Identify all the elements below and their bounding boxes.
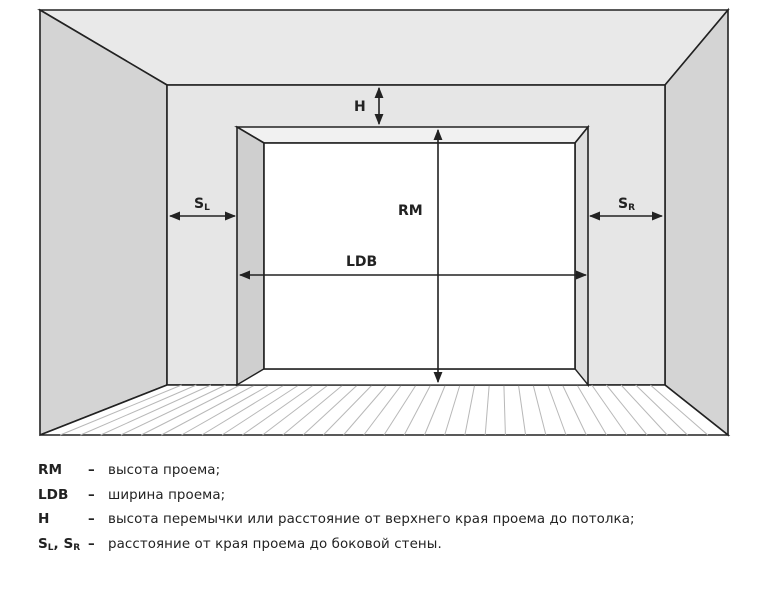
floor-planks	[60, 384, 709, 436]
floor-plank-line	[424, 384, 446, 436]
legend-dash: –	[88, 463, 95, 478]
rm-label: RM	[398, 203, 423, 219]
garage-opening-diagram: H RM LDB SL SR	[37, 7, 731, 437]
sl-label: SL	[194, 196, 210, 213]
floor-plank-line	[484, 384, 490, 436]
floor-plank-line	[120, 384, 226, 436]
opening	[263, 142, 576, 370]
legend-term: LDB	[38, 486, 69, 503]
floor-plank-line	[343, 384, 388, 436]
floor-plank-line	[562, 384, 587, 436]
legend-term: RM	[38, 462, 62, 478]
legend-dash: –	[88, 536, 95, 552]
legend-description: расстояние от края проема до боковой сте…	[108, 536, 442, 552]
legend-item-ldb: LDB – ширина проема;	[38, 487, 635, 512]
floor-plank-line	[161, 384, 256, 436]
floor-plank-line	[322, 384, 373, 436]
right-side-wall	[664, 7, 729, 437]
floor-plank-line	[80, 384, 197, 436]
floor-plank-line	[140, 384, 241, 436]
floor-plank-line	[591, 384, 628, 436]
legend-item-sl-sr: SL, SR – расстояние от края проема до бо…	[38, 536, 635, 561]
floor-plank-line	[201, 384, 285, 436]
legend-item-rm: RM – высота проема;	[38, 462, 635, 487]
legend-dash: –	[88, 487, 95, 503]
floor-plank-line	[100, 384, 212, 436]
opening-jamb-left	[236, 125, 265, 387]
legend: RM – высота проема; LDB – ширина проема;…	[38, 462, 635, 560]
floor-plank-line	[606, 384, 648, 436]
legend-term: SL, SR	[38, 535, 81, 553]
floor-plank-line	[518, 384, 527, 436]
floor-plank-line	[60, 384, 182, 436]
legend-term: H	[38, 511, 50, 527]
legend-description: высота перемычки или расстояние от верхн…	[108, 512, 635, 527]
floor-plank-line	[444, 384, 461, 436]
floor-plank-line	[302, 384, 358, 436]
floor-plank-line	[547, 384, 567, 436]
opening-frame-top	[234, 126, 590, 144]
legend-description: ширина проема;	[108, 487, 226, 503]
sr-label: SR	[618, 196, 635, 213]
h-label: H	[354, 99, 366, 115]
floor-plank-line	[262, 384, 329, 436]
floor-plank-line	[576, 384, 608, 436]
floor-plank-line	[363, 384, 402, 436]
floor-plank-line	[403, 384, 432, 436]
floor-plank-line	[282, 384, 344, 436]
opening-floor	[234, 368, 590, 386]
ldb-label: LDB	[346, 254, 377, 270]
legend-description: высота проема;	[108, 463, 221, 478]
floor-plank-line	[383, 384, 417, 436]
legend-dash: –	[88, 512, 95, 527]
floor-plank-line	[464, 384, 476, 436]
left-side-wall	[39, 8, 168, 437]
floor-plank-line	[635, 384, 688, 436]
floor-plank-line	[242, 384, 314, 436]
floor-plank-line	[620, 384, 668, 436]
legend-item-h: H – высота перемычки или расстояние от в…	[38, 511, 635, 536]
floor-plank-line	[221, 384, 300, 436]
floor-plank-line	[532, 384, 547, 436]
floor-plank-line	[503, 384, 506, 436]
opening-jamb-right	[574, 124, 589, 388]
floor-plank-line	[181, 384, 270, 436]
floor-plank-line	[650, 384, 709, 436]
